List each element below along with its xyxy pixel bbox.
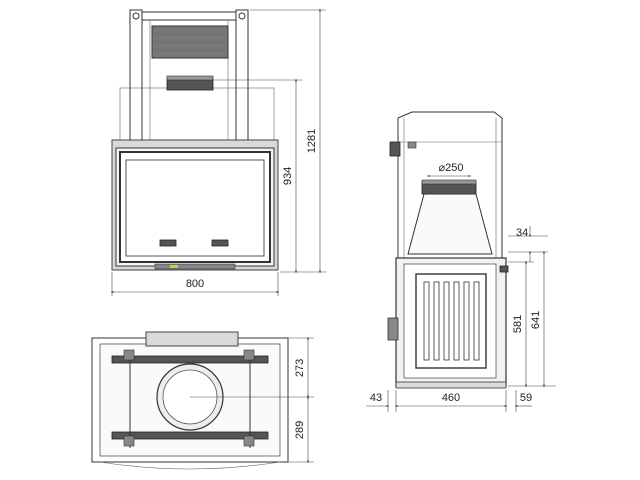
- side-view: ⌀250 34 581 641: [366, 111, 556, 412]
- flue-diameter-label: ⌀250: [439, 162, 464, 174]
- side-rear-depth-label: 59: [520, 392, 532, 404]
- side-vent-slots: [423, 281, 480, 361]
- top-rear-depth-label: 289: [294, 421, 306, 439]
- side-front-depth-label: 43: [370, 392, 382, 404]
- front-total-height-label: 1281: [306, 129, 318, 153]
- front-flue-height-label: 934: [282, 167, 294, 185]
- front-view: 800 1281 934: [110, 8, 326, 296]
- glass-door: [125, 159, 265, 257]
- front-width-label: 800: [186, 278, 204, 290]
- side-offset-top-label: 34: [516, 227, 528, 239]
- top-front-depth-label: 273: [294, 359, 306, 377]
- side-body-depth-label: 460: [442, 392, 460, 404]
- side-upper-height-label: 641: [530, 311, 542, 329]
- side-lower-height-label: 581: [512, 315, 524, 333]
- top-view: 273 289: [91, 331, 314, 470]
